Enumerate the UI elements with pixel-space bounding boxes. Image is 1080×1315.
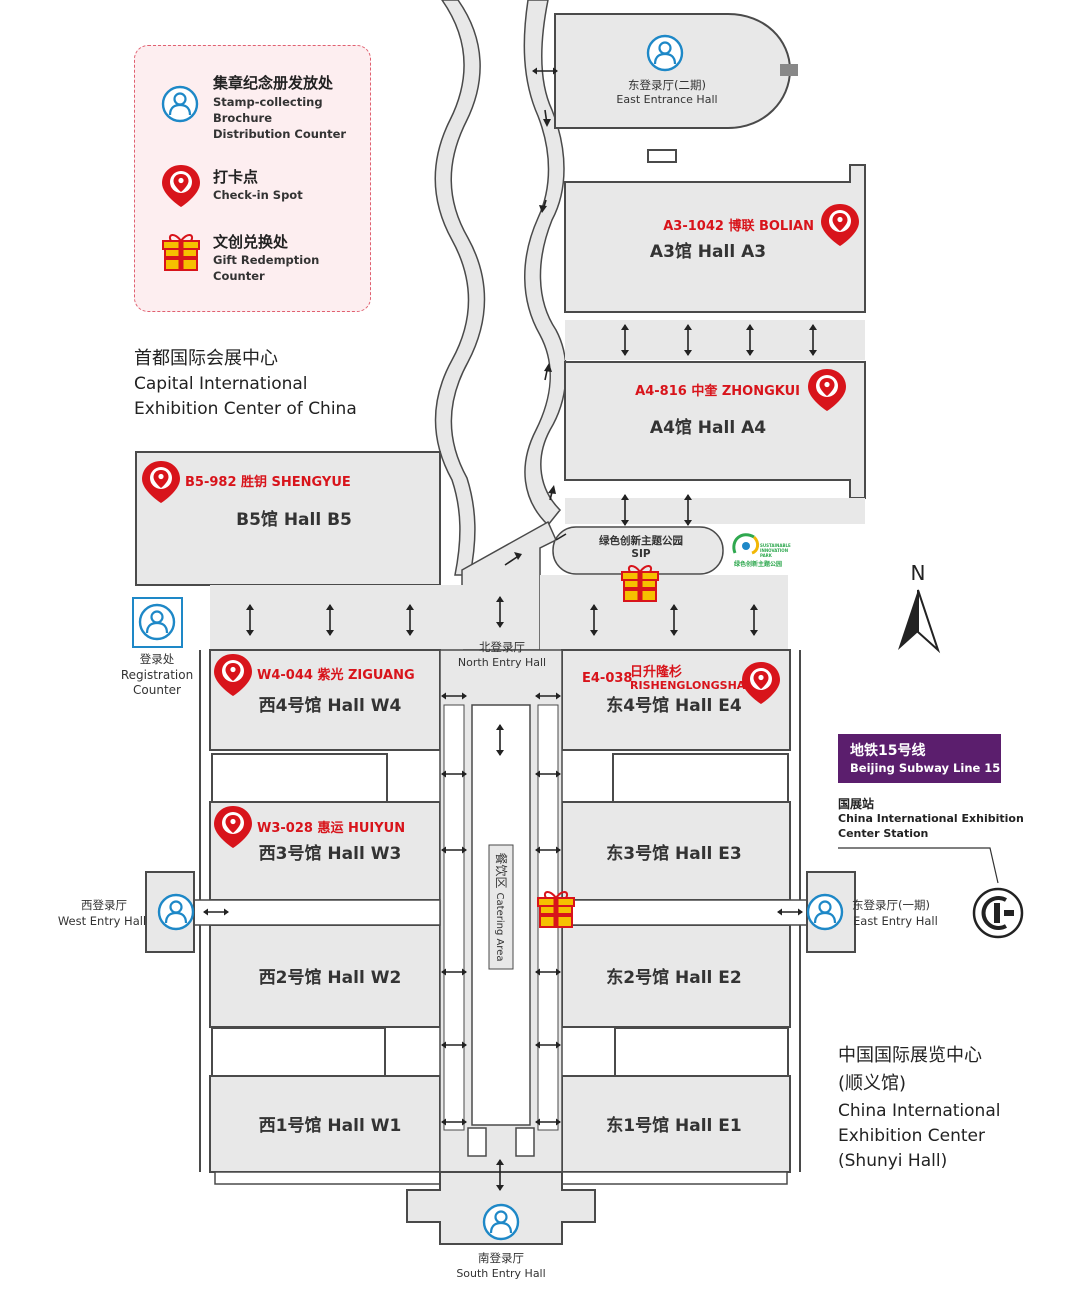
shunyi-venue-en-3: (Shunyi Hall) bbox=[838, 1151, 948, 1171]
sip-en: SIP bbox=[631, 548, 650, 560]
west-entry-cn: 西登录厅 bbox=[81, 898, 127, 912]
legend-panel: 集章纪念册发放处 Stamp-collecting Brochure Distr… bbox=[134, 45, 371, 312]
svg-text:N: N bbox=[911, 561, 926, 585]
hall-e4-label: 东4号馆 Hall E4 bbox=[606, 695, 742, 716]
legend-gift-en: Gift Redemption Counter bbox=[213, 253, 320, 283]
direction-arrows bbox=[202, 66, 818, 1192]
hall-e1-label: 东1号馆 Hall E1 bbox=[606, 1115, 741, 1136]
gift-icon[interactable] bbox=[537, 890, 575, 928]
brochure-counter-icon bbox=[161, 85, 199, 123]
station-en-2: Center Station bbox=[838, 827, 929, 840]
east-connector bbox=[540, 575, 788, 650]
capital-venue-en-2: Exhibition Center of China bbox=[134, 399, 357, 419]
hall-a4-label: A4馆 Hall A4 bbox=[650, 417, 766, 438]
east-entrance-hall-phase2[interactable] bbox=[554, 13, 792, 129]
hall-e3-label: 东3号馆 Hall E3 bbox=[606, 843, 741, 864]
station-cn: 国展站 bbox=[838, 797, 875, 811]
e-band-2 bbox=[614, 1027, 789, 1077]
booth-b5-label: B5-982 胜钥 SHENGYUE bbox=[185, 474, 351, 490]
svg-text:INNOVATION: INNOVATION bbox=[760, 548, 788, 553]
hall-e3[interactable] bbox=[561, 801, 791, 901]
east-phase1-cn: 东登录厅(一期) bbox=[852, 898, 930, 912]
w-band-1 bbox=[211, 753, 388, 803]
a4-south-corridor bbox=[565, 498, 865, 524]
a3-a4-corridor bbox=[565, 320, 865, 360]
booth-e4-en: RISHENGLONGSHAN bbox=[630, 679, 755, 692]
legend-stamp-cn: 集章纪念册发放处 bbox=[213, 74, 334, 92]
south-entry-cn: 南登录厅 bbox=[478, 1251, 524, 1265]
booth-a3-label: A3-1042 博联 BOLIAN bbox=[663, 218, 814, 234]
check-in-pin-icon bbox=[162, 165, 200, 207]
legend-checkin-cn: 打卡点 bbox=[213, 168, 259, 186]
north-entry-cn: 北登录厅 bbox=[479, 640, 525, 654]
hall-w4-label: 西4号馆 Hall W4 bbox=[259, 695, 402, 716]
gift-icon bbox=[162, 234, 200, 271]
west-entry-en: West Entry Hall bbox=[58, 914, 146, 928]
hall-a3-label: A3馆 Hall A3 bbox=[650, 241, 766, 262]
station-leader-line bbox=[838, 847, 999, 884]
hall-b5-label: B5馆 Hall B5 bbox=[236, 509, 352, 530]
shunyi-venue-cn-1: 中国国际展览中心 bbox=[838, 1045, 982, 1066]
e-band-1 bbox=[612, 753, 789, 803]
station-en-1: China International Exhibition bbox=[838, 812, 1024, 825]
south-entry-en: South Entry Hall bbox=[456, 1267, 545, 1280]
svg-text:绿色创新主题公园: 绿色创新主题公园 bbox=[734, 560, 782, 568]
kiosk bbox=[647, 149, 677, 163]
subway-line-cn: 地铁15号线 bbox=[850, 743, 926, 759]
east-phase2-en: East Entrance Hall bbox=[616, 93, 717, 106]
booth-w4-label: W4-044 紫光 ZIGUANG bbox=[257, 667, 415, 683]
brochure-counter-icon[interactable] bbox=[806, 893, 844, 931]
hall-w1-label: 西1号馆 Hall W1 bbox=[259, 1115, 402, 1136]
brochure-counter-icon[interactable] bbox=[157, 893, 195, 931]
winding-road-west bbox=[434, 0, 486, 576]
hall-w2-label: 西2号馆 Hall W2 bbox=[259, 967, 402, 988]
north-entry-en: North Entry Hall bbox=[458, 656, 546, 669]
subway-logo-icon[interactable] bbox=[972, 887, 1024, 939]
west-connector bbox=[210, 585, 463, 650]
booth-e4-cn: 日升隆杉 bbox=[630, 664, 682, 680]
legend-checkin-en: Check-in Spot bbox=[213, 188, 303, 202]
sip-cn: 绿色创新主题公园 bbox=[599, 534, 683, 547]
hall-a3[interactable] bbox=[564, 164, 866, 313]
svg-text:PARK: PARK bbox=[760, 553, 773, 558]
east-phase1-en: East Entry Hall bbox=[853, 914, 938, 928]
registration-cn: 登录处 bbox=[140, 652, 175, 666]
booth-a4-label: A4-816 中奎 ZHONGKUI bbox=[635, 383, 800, 399]
brochure-counter-icon[interactable] bbox=[646, 34, 684, 72]
svg-text:SUSTAINABLE: SUSTAINABLE bbox=[760, 543, 791, 548]
registration-person-icon bbox=[138, 603, 176, 641]
shunyi-venue-en-2: Exhibition Center bbox=[838, 1126, 985, 1146]
hall-w3-label: 西3号馆 Hall W3 bbox=[259, 843, 402, 864]
service-door bbox=[780, 64, 798, 76]
shunyi-venue-cn-2: (顺义馆) bbox=[838, 1073, 907, 1094]
east-phase2-cn: 东登录厅(二期) bbox=[628, 78, 706, 92]
hall-e2-label: 东2号馆 Hall E2 bbox=[606, 967, 741, 988]
shunyi-venue-en-1: China International bbox=[838, 1101, 1001, 1121]
sip-logo: SUSTAINABLE INNOVATION PARK 绿色创新主题公园 bbox=[732, 533, 791, 568]
gift-icon[interactable] bbox=[621, 564, 659, 602]
booth-e4-code: E4-038 bbox=[582, 671, 632, 686]
brochure-counter-icon[interactable] bbox=[482, 1203, 520, 1241]
hall-e2[interactable] bbox=[561, 924, 791, 1028]
capital-venue-en-1: Capital International bbox=[134, 374, 308, 394]
capital-venue-cn: 首都国际会展中心 bbox=[134, 348, 278, 369]
legend-gift-cn: 文创兑换处 bbox=[213, 233, 289, 251]
hall-e4[interactable] bbox=[561, 649, 791, 751]
subway-line-badge[interactable]: 地铁15号线 Beijing Subway Line 15 bbox=[838, 734, 1001, 783]
catering-label: 餐饮区Catering Area bbox=[494, 853, 509, 962]
subway-line-en: Beijing Subway Line 15 bbox=[850, 761, 1001, 775]
w-band-2 bbox=[211, 1027, 386, 1077]
north-compass-icon: N bbox=[898, 561, 941, 654]
booth-w3-label: W3-028 惠运 HUIYUN bbox=[257, 820, 405, 836]
legend-stamp-en: Stamp-collecting Brochure Distribution C… bbox=[213, 95, 347, 141]
